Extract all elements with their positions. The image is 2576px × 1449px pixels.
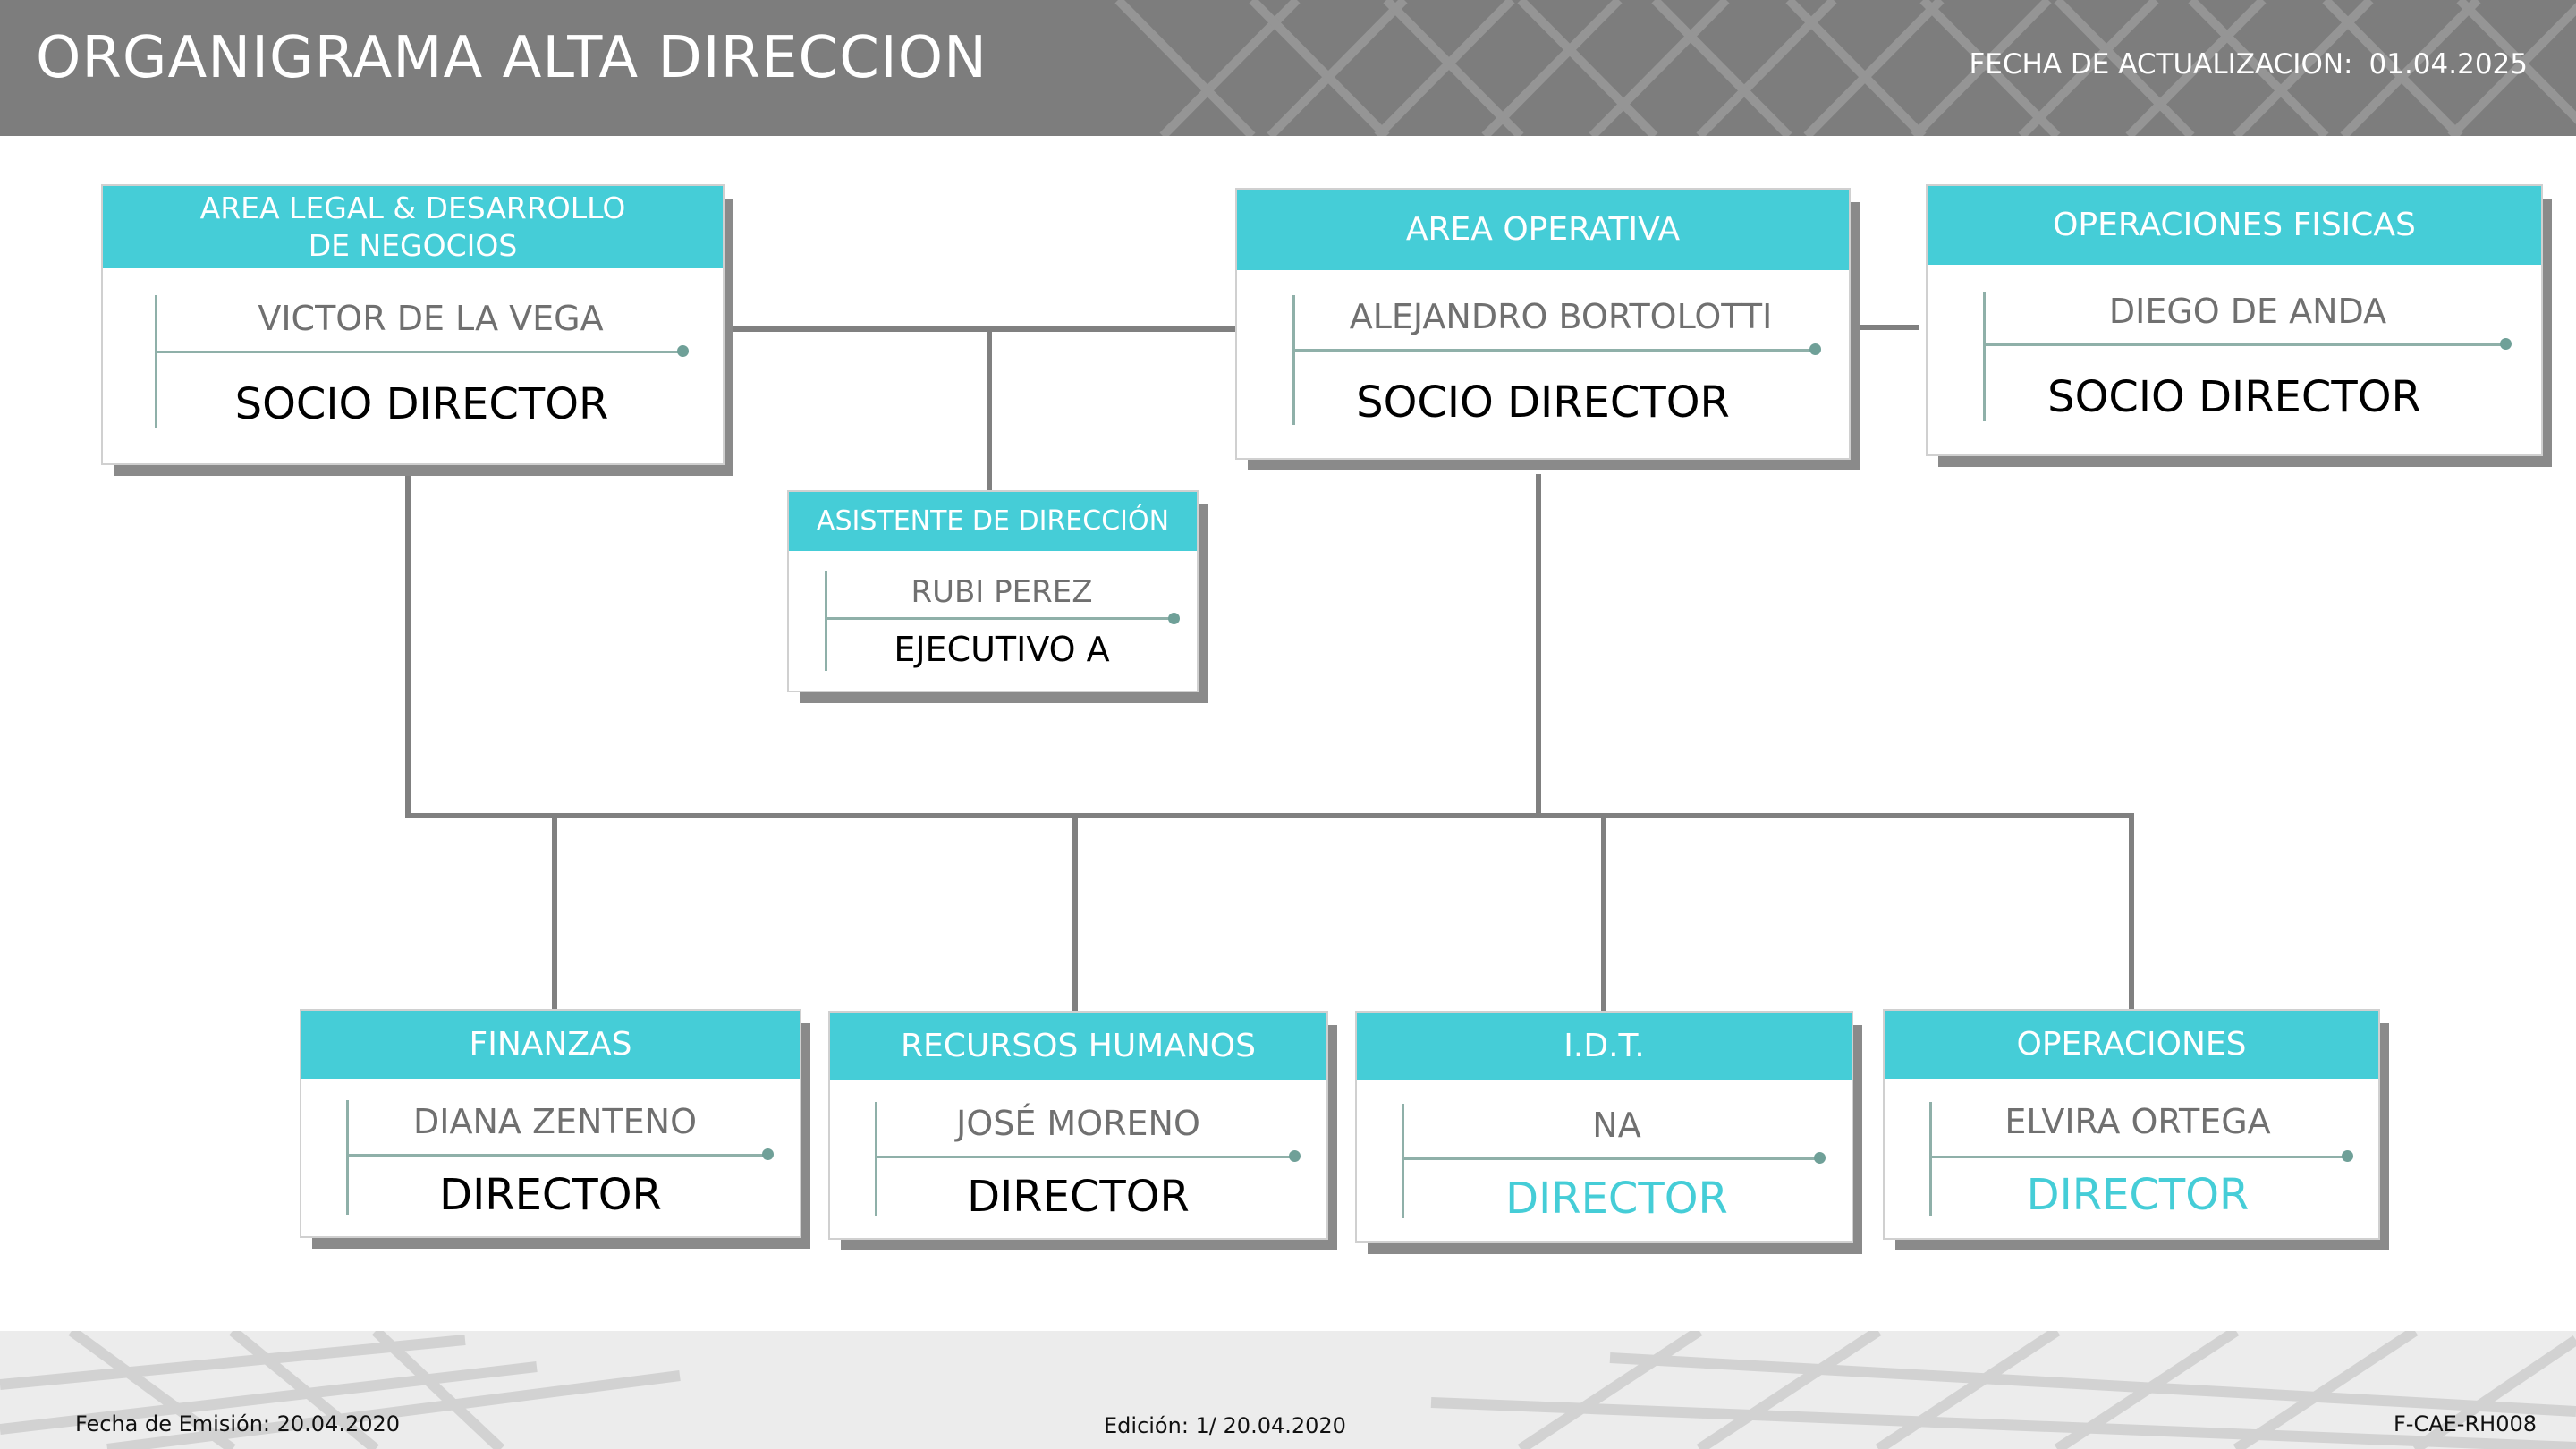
node-person-name: ALEJANDRO BORTOLOTTI <box>1349 297 1773 336</box>
node-area-title: ASISTENTE DE DIRECCIÓN <box>789 492 1197 551</box>
footer-band <box>0 1331 2576 1449</box>
node-role: DIRECTOR <box>2026 1170 2250 1220</box>
node-connector-dot <box>677 345 689 357</box>
node-area-title: OPERACIONES FISICAS <box>1928 186 2541 265</box>
node-area-title: I.D.T. <box>1357 1013 1852 1080</box>
node-role: SOCIO DIRECTOR <box>2047 372 2421 422</box>
node-connector-dot <box>2342 1150 2353 1162</box>
node-area-title: FINANZAS <box>301 1011 800 1079</box>
page-title: ORGANIGRAMA ALTA DIRECCION <box>36 25 987 91</box>
footer-code: F-CAE-RH008 <box>2394 1411 2537 1436</box>
footer-emission-date: Fecha de Emisión: 20.04.2020 <box>75 1411 401 1436</box>
footer-pattern <box>0 1331 2576 1449</box>
node-role: SOCIO DIRECTOR <box>234 379 609 429</box>
header-banner: ORGANIGRAMA ALTA DIRECCION FECHA DE ACTU… <box>0 0 2576 136</box>
footer-edition: Edición: 1/ 20.04.2020 <box>1104 1413 1346 1438</box>
org-node-idt[interactable]: I.D.T. NA DIRECTOR <box>1355 1011 1853 1243</box>
org-node-operativa[interactable]: AREA OPERATIVA ALEJANDRO BORTOLOTTI SOCI… <box>1235 188 1851 460</box>
org-node-legal[interactable]: AREA LEGAL & DESARROLLO DE NEGOCIOS VICT… <box>101 184 724 465</box>
node-person-name: NA <box>1592 1106 1641 1145</box>
update-date-label: FECHA DE ACTUALIZACION: 01.04.2025 <box>1969 48 2528 80</box>
org-node-operaciones[interactable]: OPERACIONES ELVIRA ORTEGA DIRECTOR <box>1883 1009 2380 1240</box>
node-body: RUBI PEREZ EJECUTIVO A <box>789 551 1197 691</box>
node-connector-dot <box>1809 343 1821 355</box>
node-person-name: ELVIRA ORTEGA <box>2004 1102 2271 1141</box>
node-area-title: RECURSOS HUMANOS <box>830 1013 1326 1080</box>
node-body: DIANA ZENTENO DIRECTOR <box>301 1079 800 1236</box>
node-role: DIRECTOR <box>967 1172 1190 1222</box>
node-connector-dot <box>2500 338 2512 350</box>
node-person-name: RUBI PEREZ <box>911 574 1093 610</box>
node-person-name: JOSÉ MORENO <box>956 1104 1200 1143</box>
node-person-name: VICTOR DE LA VEGA <box>258 299 604 338</box>
node-area-title: OPERACIONES <box>1885 1011 2378 1079</box>
node-connector-dot <box>762 1148 774 1160</box>
node-area-title: AREA OPERATIVA <box>1237 190 1849 270</box>
org-node-finanzas[interactable]: FINANZAS DIANA ZENTENO DIRECTOR <box>300 1009 801 1238</box>
update-date: 01.04.2025 <box>2368 48 2529 80</box>
org-node-fisicas[interactable]: OPERACIONES FISICAS DIEGO DE ANDA SOCIO … <box>1926 184 2543 456</box>
header-pattern <box>1114 0 2576 136</box>
node-connector-dot <box>1168 613 1180 624</box>
node-body: JOSÉ MORENO DIRECTOR <box>830 1080 1326 1238</box>
node-area-title: AREA LEGAL & DESARROLLO DE NEGOCIOS <box>103 186 723 268</box>
node-person-name: DIANA ZENTENO <box>413 1102 697 1141</box>
update-label: FECHA DE ACTUALIZACION: <box>1969 48 2353 80</box>
node-body: DIEGO DE ANDA SOCIO DIRECTOR <box>1928 265 2541 454</box>
node-body: ALEJANDRO BORTOLOTTI SOCIO DIRECTOR <box>1237 270 1849 458</box>
node-person-name: DIEGO DE ANDA <box>2108 292 2387 331</box>
node-role: DIRECTOR <box>439 1170 662 1220</box>
org-node-asistente[interactable]: ASISTENTE DE DIRECCIÓN RUBI PEREZ EJECUT… <box>787 490 1199 692</box>
node-body: ELVIRA ORTEGA DIRECTOR <box>1885 1079 2378 1238</box>
org-node-rh[interactable]: RECURSOS HUMANOS JOSÉ MORENO DIRECTOR <box>828 1011 1328 1240</box>
node-connector-dot <box>1289 1150 1301 1162</box>
node-role: DIRECTOR <box>1505 1174 1728 1224</box>
node-body: VICTOR DE LA VEGA SOCIO DIRECTOR <box>103 268 723 463</box>
node-role: SOCIO DIRECTOR <box>1356 377 1730 428</box>
node-connector-dot <box>1814 1152 1826 1164</box>
node-role: EJECUTIVO A <box>894 630 1110 669</box>
node-body: NA DIRECTOR <box>1357 1080 1852 1241</box>
